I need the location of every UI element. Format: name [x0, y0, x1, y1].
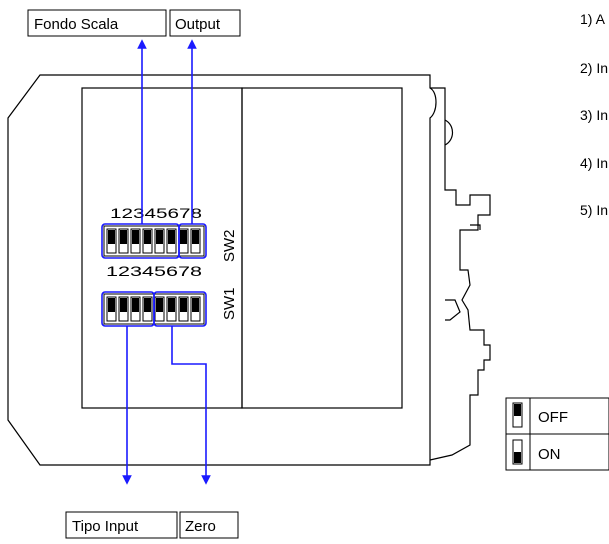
- dip-key-knob: [180, 230, 187, 244]
- sw1-numbers: 12345678: [106, 263, 202, 279]
- dip-key-knob: [108, 298, 115, 312]
- dip-key-knob: [192, 230, 199, 244]
- group-box-zero: [153, 291, 207, 327]
- label-box-output: [169, 9, 241, 37]
- legend: OFF ON: [505, 397, 609, 471]
- step-1: 1) A: [580, 11, 606, 27]
- switch-on-icon: [512, 439, 523, 465]
- dip-key-knob: [168, 230, 175, 244]
- switch-off-icon: [512, 402, 523, 428]
- dip-key-knob: [144, 230, 151, 244]
- dip-key-knob: [192, 298, 199, 312]
- dip-key-knob: [108, 230, 115, 244]
- label-tipo-input: Tipo Input: [72, 518, 139, 535]
- legend-off-label: OFF: [538, 409, 568, 426]
- dip-key-knob: [156, 298, 163, 312]
- label-output: Output: [175, 16, 221, 33]
- sw2-name: SW2: [221, 229, 238, 262]
- dip-key-knob: [168, 298, 175, 312]
- sw2-numbers: 12345678: [110, 205, 202, 221]
- sw1-name: SW1: [221, 287, 238, 320]
- dip-key-knob: [120, 230, 127, 244]
- arrow-zero: [171, 326, 211, 485]
- label-box-tipo-input: [65, 511, 178, 539]
- dip-key-knob: [132, 298, 139, 312]
- dip-key-knob: [180, 298, 187, 312]
- step-4: 4) In: [580, 155, 608, 171]
- legend-on-label: ON: [538, 446, 561, 463]
- front-panel-right: [241, 87, 403, 409]
- dip-switch-sw2[interactable]: [103, 225, 205, 257]
- dip-key-knob: [156, 230, 163, 244]
- dip-key-knob: [144, 298, 151, 312]
- label-zero: Zero: [185, 518, 216, 535]
- label-fondo-scala: Fondo Scala: [34, 16, 119, 33]
- dip-key-knob: [132, 230, 139, 244]
- module-housing: [7, 74, 491, 466]
- dip-key-knob: [120, 298, 127, 312]
- step-3: 3) In: [580, 107, 608, 123]
- label-box-fondo-scala: [27, 9, 167, 37]
- step-2: 2) In: [580, 60, 608, 76]
- label-box-zero: [179, 511, 239, 539]
- step-5: 5) In: [580, 202, 608, 218]
